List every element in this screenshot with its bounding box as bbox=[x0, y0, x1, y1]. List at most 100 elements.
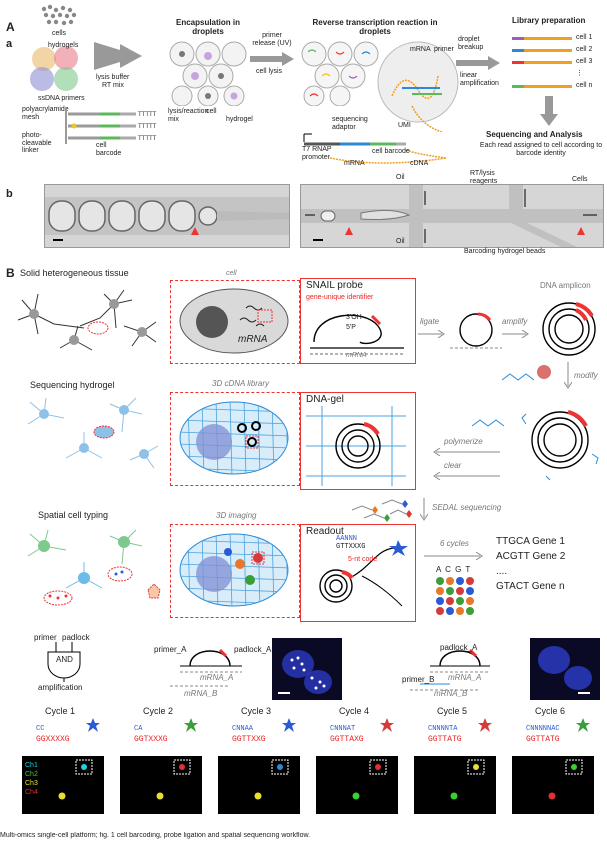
sequencing-adaptor-label: sequencing adaptor bbox=[332, 116, 368, 131]
cell-barcode-label-rt: cell barcode bbox=[372, 148, 410, 155]
panel-a-sub-b: b bbox=[6, 188, 13, 200]
panel-b-label: B bbox=[6, 266, 15, 280]
gene-identifier-label: gene-unique identifier bbox=[306, 294, 374, 301]
merge-arrow-icon bbox=[94, 42, 142, 70]
cycle-title: Cycle 3 bbox=[240, 706, 271, 716]
cell-barcode-label: cell barcode bbox=[96, 142, 122, 157]
cycle-fluor-star-icon bbox=[478, 718, 492, 732]
primer-strands-illustration: TTTTT TTTTT TTTTT bbox=[65, 108, 157, 144]
ligate-label: ligate bbox=[420, 317, 440, 326]
base-color-grid bbox=[436, 577, 474, 615]
channel-junction-illustration bbox=[301, 185, 603, 247]
cycle-probe-seq: CNNNAT bbox=[330, 725, 356, 733]
rt-droplets-illustration bbox=[301, 41, 379, 106]
library-cell-label: cell 1 bbox=[576, 34, 593, 42]
amplification-label: amplification bbox=[38, 683, 83, 692]
panel-a-sub-a: a bbox=[6, 38, 13, 50]
gene-row: GTACT Gene n bbox=[496, 581, 565, 592]
polymerize-arrow-icon bbox=[433, 448, 500, 456]
dna-amplicon-illustration bbox=[542, 302, 596, 356]
microfluidic-image-right bbox=[300, 184, 604, 248]
mrna-a-label: mRNA_A bbox=[200, 673, 234, 682]
channel-label: Ch2 bbox=[25, 771, 38, 778]
library-row: cell 3 bbox=[512, 56, 602, 68]
library-row: cell 1 bbox=[512, 32, 602, 44]
primer-b-label: primer_B bbox=[402, 675, 435, 684]
channel-label: Ch1 bbox=[25, 762, 38, 769]
modified-amplicon-illustration bbox=[521, 410, 599, 481]
microscopy-cells-illustration bbox=[538, 646, 592, 694]
microscopy-image-2 bbox=[530, 638, 600, 700]
library-row: ⋮ bbox=[512, 68, 602, 80]
polyacrylamide-mesh-label: polyacrylamide mesh bbox=[22, 106, 69, 121]
primer-label-a: primer bbox=[434, 46, 454, 53]
rt-construct-illustration bbox=[303, 133, 447, 164]
readout-box bbox=[300, 524, 416, 622]
hydrogel-label-a: hydrogel bbox=[226, 116, 253, 123]
breakup-arrow-icon bbox=[456, 56, 500, 70]
probe-pair-a-illustration bbox=[170, 648, 242, 687]
dna-gel-illustration bbox=[306, 406, 406, 486]
oh3-label: 3'OH bbox=[346, 314, 362, 321]
lysis-buffer-label: lysis buffer bbox=[96, 74, 130, 81]
microscopy-image-1 bbox=[272, 638, 342, 700]
code-label: 5-nt code bbox=[348, 556, 378, 563]
cells-label: cells bbox=[52, 30, 67, 37]
polymerize-label: polymerize bbox=[444, 437, 483, 446]
readout-code-seq: GTTXXXG bbox=[336, 543, 366, 551]
dna-gel-title: DNA-gel bbox=[306, 394, 344, 405]
rt-mix-label: RT mix bbox=[102, 82, 124, 89]
bases-label: A C G T bbox=[436, 565, 472, 574]
primer-a-label: primer_A bbox=[154, 645, 187, 654]
lysis-reaction-mix-label: lysis/reaction mix bbox=[168, 108, 209, 123]
mrna-label-b: mRNA bbox=[238, 334, 268, 345]
cycle-spots-illustration bbox=[254, 759, 289, 800]
ligate-arrow-icon bbox=[418, 330, 445, 338]
rt-droplet-zoom-illustration bbox=[377, 41, 459, 132]
cell-zoom-box bbox=[170, 280, 300, 364]
dna-gel-box bbox=[300, 392, 416, 490]
cell-with-mrna-illustration bbox=[179, 288, 289, 354]
cycle-title: Cycle 4 bbox=[338, 706, 369, 716]
mrna-label-a: mRNA bbox=[410, 46, 431, 53]
mrna-a-label-2: mRNA_A bbox=[448, 673, 482, 682]
hydrogel-tissue-illustration bbox=[27, 397, 159, 469]
clear-label: clear bbox=[444, 461, 462, 470]
mrna-label-rt: mRNA bbox=[344, 160, 365, 167]
cycle-target-seq: GGTTAXG bbox=[330, 735, 364, 744]
droplet-breakup-label: droplet breakup bbox=[458, 36, 484, 51]
neuron-tissue-illustration bbox=[17, 289, 157, 351]
sedal-label: SEDAL sequencing bbox=[432, 503, 502, 512]
linear-amplification-label: linear amplification bbox=[460, 72, 499, 87]
imaging-cell-illustration bbox=[179, 533, 289, 607]
cell-lysis-label: cell lysis bbox=[256, 68, 283, 75]
cycle-title: Cycle 2 bbox=[142, 706, 173, 716]
cycle-probe-seq: CNNNNTA bbox=[428, 725, 458, 733]
primer-release-arrow-icon bbox=[250, 52, 294, 66]
library-row: cell 2 bbox=[512, 44, 602, 56]
figure-caption: Multi-omics single-cell platform; fig. 1… bbox=[0, 832, 311, 839]
library-prep-title: Library preparation bbox=[512, 16, 586, 25]
six-cycles-label: 6 cycles bbox=[440, 539, 469, 548]
gene-row: TTGCA Gene 1 bbox=[496, 536, 565, 547]
hydrogels-illustration bbox=[30, 46, 78, 91]
svg-text:TTTTT: TTTTT bbox=[138, 136, 157, 142]
readout-illustration bbox=[319, 540, 408, 607]
encapsulation-title: Encapsulation in droplets bbox=[175, 18, 240, 36]
gene-list: TTGCA Gene 1 ACGTT Gene 2 .... GTACT Gen… bbox=[496, 534, 565, 594]
cycle-probe-seq: CA bbox=[134, 725, 143, 733]
mrna-b-label-2: mRNA_B bbox=[434, 689, 468, 698]
dna-amplicon-label: DNA amplicon bbox=[540, 281, 591, 290]
cycle-spots-illustration bbox=[156, 759, 191, 800]
ligated-probe-illustration bbox=[450, 312, 502, 349]
readout-top-seq: AANNN bbox=[336, 535, 358, 543]
cells-cluster-illustration bbox=[41, 4, 77, 26]
cycle-probe-seq: CNNNNNAC bbox=[526, 725, 560, 733]
library-cell-label: ⋮ bbox=[576, 70, 583, 78]
monomer-illustration bbox=[471, 419, 505, 427]
library-cell-label: cell 3 bbox=[576, 58, 593, 66]
cdna-zoom-box bbox=[170, 392, 300, 486]
cdna-library-illustration bbox=[179, 401, 289, 475]
channel-label: Ch3 bbox=[25, 780, 38, 787]
